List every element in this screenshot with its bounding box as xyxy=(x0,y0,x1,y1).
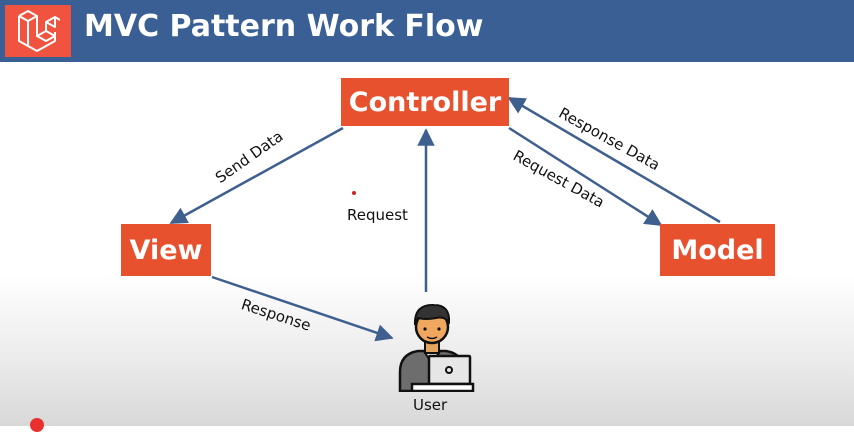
model-node: Model xyxy=(660,224,775,276)
controller-node: Controller xyxy=(341,78,509,126)
title-bar: MVC Pattern Work Flow xyxy=(0,0,854,62)
laravel-logo-icon xyxy=(5,5,71,57)
send-data-arrow xyxy=(169,126,344,225)
pointer-dot xyxy=(352,191,356,195)
corner-dot xyxy=(30,418,44,432)
response-arrow xyxy=(211,275,394,342)
view-node: View xyxy=(121,224,211,276)
page-title: MVC Pattern Work Flow xyxy=(84,9,484,44)
request-data-arrow xyxy=(508,126,663,227)
response-data-arrow xyxy=(507,96,721,224)
user-label: User xyxy=(413,396,448,414)
user-laptop-icon xyxy=(388,296,476,396)
request-label: Request xyxy=(347,206,408,224)
